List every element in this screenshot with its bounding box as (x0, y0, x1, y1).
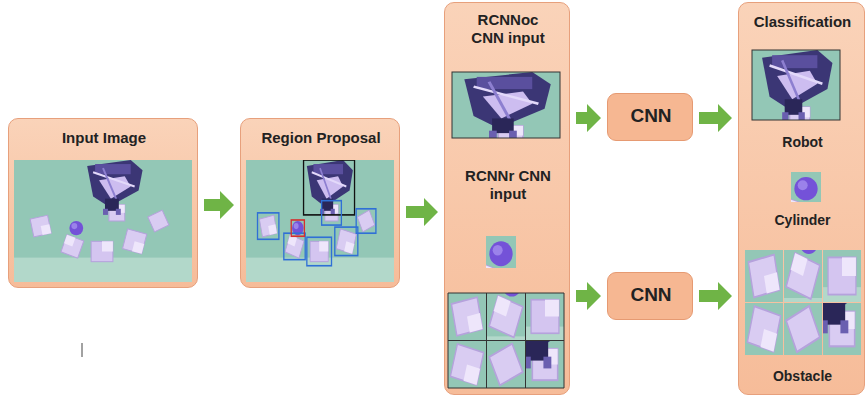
flow-arrow (204, 191, 234, 219)
node-title: Classification (754, 13, 852, 31)
node-title: CNN (630, 105, 671, 128)
stage-panel: Region Proposal (240, 118, 400, 288)
stray-mark (82, 343, 83, 357)
flow-arrow (699, 282, 732, 310)
node-title: RCNNoc CNN input (461, 11, 555, 47)
node-label: Cylinder (774, 212, 830, 229)
node-title: CNN (630, 284, 671, 307)
flow-arrow (699, 104, 732, 132)
node-label: RCNNr CNN input (461, 167, 555, 203)
node-title: Input Image (62, 129, 146, 147)
node-title: Region Proposal (261, 129, 380, 147)
cnn-box: CNN (607, 272, 693, 320)
node-label: Robot (782, 134, 822, 151)
classification-panel: ClassificationRobotCylinderObstacle (738, 2, 865, 395)
flow-arrow (576, 282, 601, 310)
stage-panel: Input Image (8, 118, 198, 288)
flow-arrow (406, 198, 438, 226)
cnn-box: CNN (607, 93, 693, 141)
input-panel: RCNNoc CNN inputRCNNr CNN input (444, 2, 570, 395)
node-label: Obstacle (773, 368, 832, 385)
flow-arrow (576, 104, 601, 132)
